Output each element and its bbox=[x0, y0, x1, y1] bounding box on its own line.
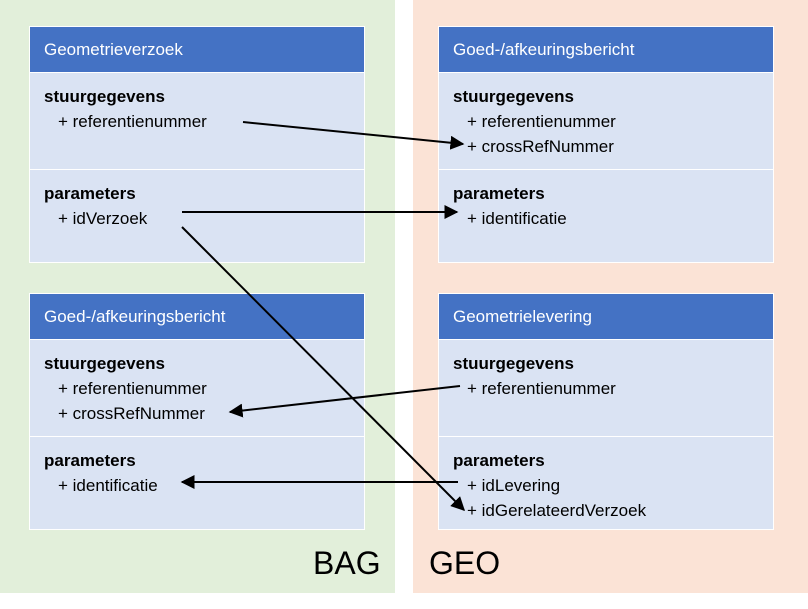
box-bag-geometrieverzoek: Geometrieverzoek stuurgegevens + referen… bbox=[29, 26, 365, 263]
section-title: parameters bbox=[44, 184, 136, 203]
section-title: stuurgegevens bbox=[44, 354, 165, 373]
parameters-section: parameters + identificatie bbox=[439, 169, 773, 262]
attr-idlevering: + idLevering bbox=[467, 476, 561, 495]
box-title: Goed-/afkeuringsbericht bbox=[439, 27, 773, 73]
attr-crossrefnummer: + crossRefNummer bbox=[58, 404, 205, 423]
attr-idgerelateerdverzoek: + idGerelateerdVerzoek bbox=[467, 501, 647, 520]
section-title: parameters bbox=[453, 184, 545, 203]
box-title: Geometrieverzoek bbox=[30, 27, 364, 73]
attr-referentienummer: + referentienummer bbox=[467, 379, 616, 398]
stuurgegevens-section: stuurgegevens + referentienummer + cross… bbox=[439, 73, 773, 169]
stuurgegevens-section: stuurgegevens + referentienummer + cross… bbox=[30, 340, 364, 436]
box-title: Goed-/afkeuringsbericht bbox=[30, 294, 364, 340]
attr-referentienummer: + referentienummer bbox=[467, 112, 616, 131]
geo-label: GEO bbox=[429, 545, 501, 581]
attr-identificatie: + identificatie bbox=[58, 476, 158, 495]
attr-crossrefnummer: + crossRefNummer bbox=[467, 137, 614, 156]
stuurgegevens-section: stuurgegevens + referentienummer bbox=[30, 73, 364, 169]
section-title: stuurgegevens bbox=[44, 87, 165, 106]
attr-idverzoek: + idVerzoek bbox=[58, 209, 148, 228]
section-title: stuurgegevens bbox=[453, 354, 574, 373]
box-title: Geometrielevering bbox=[439, 294, 773, 340]
stuurgegevens-section: stuurgegevens + referentienummer bbox=[439, 340, 773, 436]
parameters-section: parameters + identificatie bbox=[30, 436, 364, 529]
section-title: parameters bbox=[453, 451, 545, 470]
section-title: stuurgegevens bbox=[453, 87, 574, 106]
section-title: parameters bbox=[44, 451, 136, 470]
attr-identificatie: + identificatie bbox=[467, 209, 567, 228]
attr-referentienummer: + referentienummer bbox=[58, 112, 207, 131]
box-bag-goedafkeuringsbericht: Goed-/afkeuringsbericht stuurgegevens + … bbox=[29, 293, 365, 530]
parameters-section: parameters + idVerzoek bbox=[30, 169, 364, 262]
box-geo-geometrielevering: Geometrielevering stuurgegevens + refere… bbox=[438, 293, 774, 530]
attr-referentienummer: + referentienummer bbox=[58, 379, 207, 398]
box-geo-goedafkeuringsbericht: Goed-/afkeuringsbericht stuurgegevens + … bbox=[438, 26, 774, 263]
parameters-section: parameters + idLevering + idGerelateerdV… bbox=[439, 436, 773, 529]
bag-label: BAG bbox=[313, 545, 381, 581]
